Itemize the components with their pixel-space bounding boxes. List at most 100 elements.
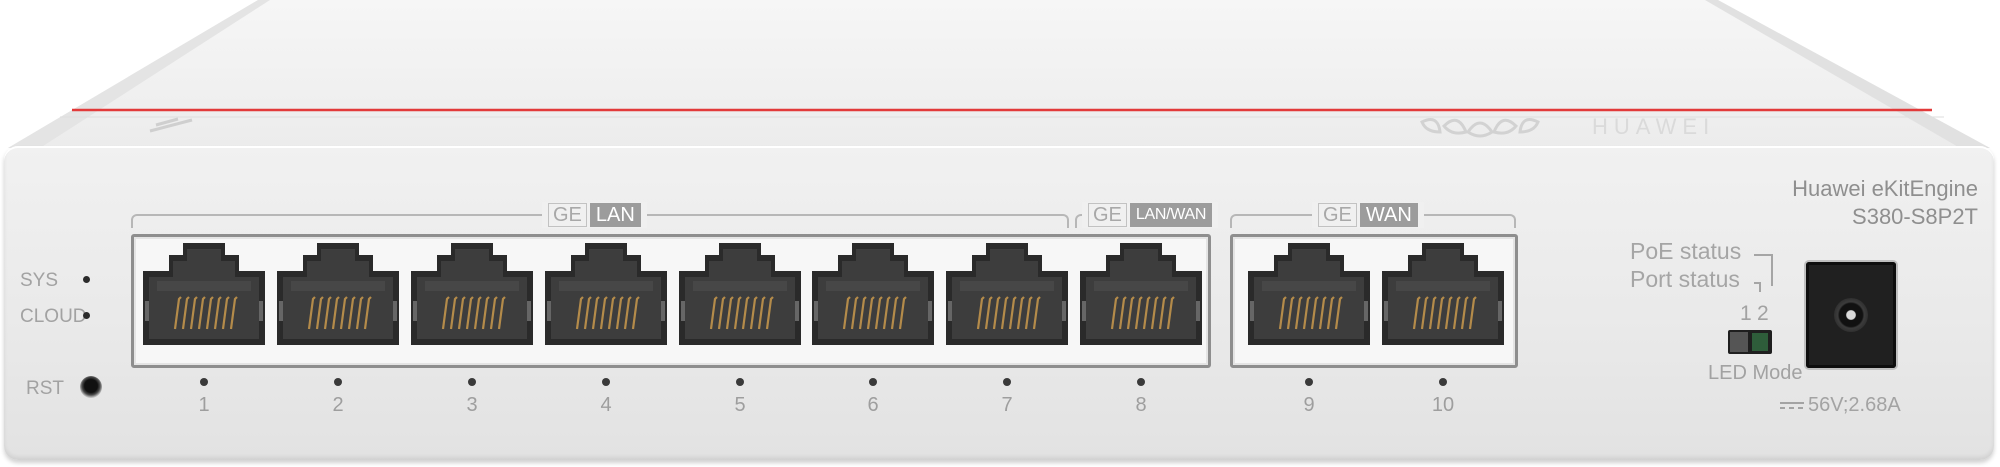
lanwan-group-tag: GE LAN/WAN — [1082, 202, 1219, 228]
port-contact-pin — [1150, 296, 1159, 330]
port-contact-pin — [497, 296, 506, 330]
dc-power-jack[interactable] — [1806, 262, 1896, 368]
rj45-port-10[interactable] — [1382, 241, 1504, 345]
rj45-jack-icon — [946, 243, 1068, 345]
port-contact-pin — [1428, 296, 1437, 330]
port-contact-pin — [1158, 296, 1167, 330]
port-contact-pin — [1444, 296, 1453, 330]
rj45-port-2[interactable] — [277, 241, 399, 345]
port-contact-pin — [725, 296, 734, 330]
port-led-icon-8 — [1137, 378, 1145, 386]
port-led-icon-5 — [736, 378, 744, 386]
port-contact-pin — [1468, 296, 1477, 330]
wan-ge-label: GE — [1318, 203, 1357, 227]
port-number-9: 9 — [1303, 394, 1315, 416]
port-contact-pin — [717, 296, 726, 330]
port-contact-pin — [874, 296, 883, 330]
rj45-port-7[interactable] — [946, 241, 1068, 345]
port-contact-pin — [481, 296, 490, 330]
rj45-port-8[interactable] — [1080, 241, 1202, 345]
port-contact-pin — [631, 296, 640, 330]
port-contact-pin — [992, 296, 1001, 330]
port-contact-pin — [615, 296, 624, 330]
cloud-label: CLOUD — [20, 306, 87, 327]
led-mode-position-1: 1 — [1740, 302, 1752, 325]
huawei-flower-logo-icon — [1420, 118, 1540, 138]
port-contact-pin — [1302, 296, 1311, 330]
port-contact-pin — [842, 296, 851, 330]
rj45-port-3[interactable] — [411, 241, 533, 345]
sys-label: SYS — [20, 270, 59, 291]
led-mode-label: LED Mode — [1708, 362, 1803, 384]
cloud-led-icon — [83, 312, 90, 319]
led-mode-indicator-icon — [1752, 333, 1768, 351]
port-contact-pin — [449, 296, 458, 330]
port-contact-pin — [1318, 296, 1327, 330]
port-number-7: 7 — [1001, 394, 1013, 416]
model-line-1: Huawei eKitEngine — [1792, 176, 1978, 201]
port-status-label: Port status — [1630, 266, 1740, 292]
rj45-port-4[interactable] — [545, 241, 667, 345]
led-mode-switch-knob — [1730, 332, 1748, 352]
rj45-port-1[interactable] — [143, 241, 265, 345]
port-contact-pin — [307, 296, 316, 330]
power-rating-text: 56V;2.68A — [1808, 394, 1901, 416]
port-number-6: 6 — [867, 394, 879, 416]
rj45-jack-icon — [1080, 243, 1202, 345]
lan-group-tag: GE LAN — [542, 202, 647, 228]
rj45-port-9[interactable] — [1248, 241, 1370, 345]
port-contact-pin — [882, 296, 891, 330]
port-contact-pin — [221, 296, 230, 330]
lanwan-ge-label: GE — [1088, 203, 1127, 227]
rj45-jack-icon — [1248, 243, 1370, 345]
port-contact-pin — [583, 296, 592, 330]
led-mode-switch[interactable] — [1728, 330, 1772, 354]
port-contact-pin — [457, 296, 466, 330]
lan-label: LAN — [589, 203, 641, 227]
port-contact-pin — [489, 296, 498, 330]
rj45-port-6[interactable] — [812, 241, 934, 345]
port-number-2: 2 — [332, 394, 344, 416]
port-contact-pin — [229, 296, 238, 330]
led-mode-position-2: 2 — [1757, 302, 1769, 325]
poe-status-label: PoE status — [1630, 238, 1742, 264]
port-contact-pin — [1024, 296, 1033, 330]
port-contact-pin — [1032, 296, 1041, 330]
port-contact-pin — [741, 296, 750, 330]
port-contact-pin — [173, 296, 182, 330]
rj45-port-5[interactable] — [679, 241, 801, 345]
rj45-jack-icon — [411, 243, 533, 345]
port-contact-pin — [1286, 296, 1295, 330]
rj45-jack-icon — [277, 243, 399, 345]
port-contact-pin — [749, 296, 758, 330]
port-contact-pin — [733, 296, 742, 330]
port-contact-pin — [315, 296, 324, 330]
port-contact-pin — [1452, 296, 1461, 330]
reset-button[interactable] — [80, 376, 102, 398]
port-contact-pin — [205, 296, 214, 330]
port-contact-pin — [709, 296, 718, 330]
port-contact-pin — [976, 296, 985, 330]
port-contact-pin — [607, 296, 616, 330]
dc-symbol-icon — [1780, 401, 1804, 411]
port-contact-pin — [347, 296, 356, 330]
port-number-4: 4 — [600, 394, 612, 416]
port-led-icon-4 — [602, 378, 610, 386]
port-contact-pin — [1134, 296, 1143, 330]
wan-group-tag: GE WAN — [1312, 202, 1424, 228]
port-contact-pin — [473, 296, 482, 330]
port-contact-pin — [1166, 296, 1175, 330]
port-number-5: 5 — [734, 394, 746, 416]
switch-top-lid — [8, 0, 1990, 148]
port-contact-pin — [1142, 296, 1151, 330]
port-contact-pin — [441, 296, 450, 330]
port-contact-pin — [1460, 296, 1469, 330]
port-contact-pin — [189, 296, 198, 330]
port-contact-pin — [850, 296, 859, 330]
port-contact-pin — [1334, 296, 1343, 330]
dc-jack-pin-icon — [1834, 298, 1868, 332]
rj45-jack-icon — [1382, 243, 1504, 345]
status-leader-lines — [1754, 254, 1773, 292]
model-line-2: S380-S8P2T — [1852, 204, 1978, 229]
